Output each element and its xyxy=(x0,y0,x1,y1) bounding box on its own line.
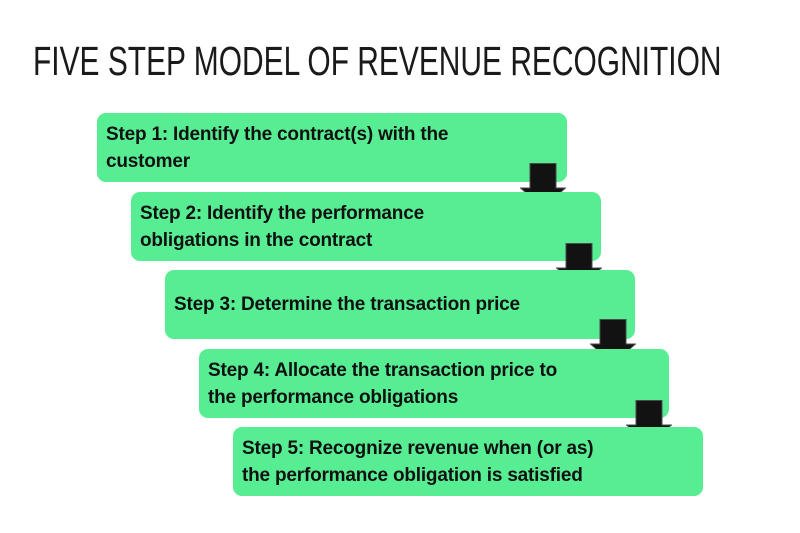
step-1-label: Step 1: Identify the contract(s) with th… xyxy=(106,123,449,172)
step-5-box: Step 5: Recognize revenue when (or as) t… xyxy=(233,427,703,496)
step-3-label: Step 3: Determine the transaction price xyxy=(174,294,520,315)
step-4-box: Step 4: Allocate the transaction price t… xyxy=(199,349,669,418)
step-2-label: Step 2: Identify the performance obligat… xyxy=(140,202,424,251)
step-5-label: Step 5: Recognize revenue when (or as) t… xyxy=(242,437,594,486)
step-1-box: Step 1: Identify the contract(s) with th… xyxy=(97,113,567,182)
step-3-box: Step 3: Determine the transaction price xyxy=(165,270,635,339)
step-4-label: Step 4: Allocate the transaction price t… xyxy=(208,359,558,408)
slide-title: FIVE STEP MODEL OF REVENUE RECOGNITION xyxy=(33,38,722,84)
step-2-box: Step 2: Identify the performance obligat… xyxy=(131,192,601,261)
